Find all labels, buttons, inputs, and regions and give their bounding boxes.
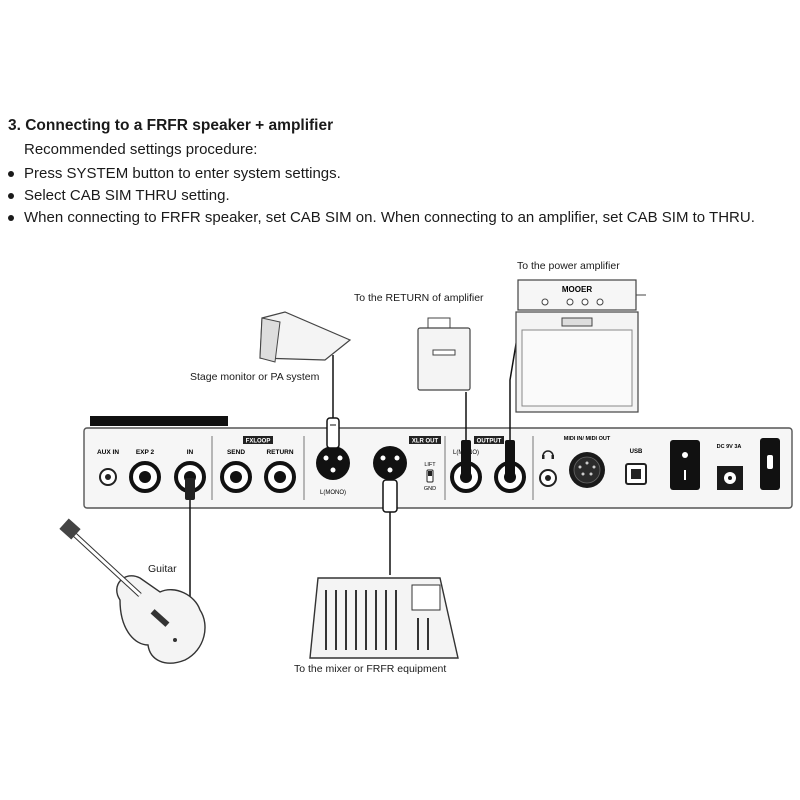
mixer-label: To the mixer or FRFR equipment	[294, 663, 447, 675]
xlr-out-badge	[409, 436, 441, 444]
stage-monitor-icon	[259, 311, 352, 363]
headphone-jack	[539, 469, 557, 487]
lift-label: LIFT	[424, 462, 436, 468]
mixer-xlr-cable	[382, 479, 398, 575]
procedure-step: Select CAB SIM THRU setting.	[8, 185, 755, 207]
stage-monitor-label: Stage monitor or PA system	[190, 371, 320, 383]
xlr-right-jack	[373, 446, 407, 480]
aux-in-label: AUX IN	[97, 449, 119, 456]
exp2-label: EXP 2	[136, 449, 155, 456]
exp2-jack	[129, 461, 161, 493]
device-rear-panel	[83, 427, 793, 509]
guitar-icon	[59, 518, 206, 664]
xlr-left-jack	[316, 446, 350, 480]
dc-label: DC 9V 3A	[717, 444, 742, 450]
panel-top-strip	[90, 416, 228, 426]
output-label: OUTPUT	[477, 439, 502, 445]
return-amp-cable	[461, 392, 471, 478]
bullet-icon	[8, 215, 14, 221]
usb-port	[625, 463, 647, 485]
return-label: RETURN	[266, 449, 293, 456]
headphone-icon	[542, 450, 554, 459]
guitar-label: Guitar	[148, 563, 177, 575]
power-amp-head-icon: MOOER	[517, 279, 646, 311]
combo-amp-icon	[417, 317, 471, 391]
bullet-icon	[8, 171, 14, 177]
speaker-cabinet-icon	[515, 311, 639, 413]
procedure-step-text: Press SYSTEM button to enter system sett…	[24, 165, 341, 182]
return-amp-label: To the RETURN of amplifier	[354, 292, 484, 304]
xlr-l-mono-label: L(MONO)	[320, 490, 346, 496]
midi-label: MIDI IN/ MIDI OUT	[564, 436, 611, 442]
usb-label: USB	[630, 449, 643, 455]
procedure-step: When connecting to FRFR speaker, set CAB…	[8, 207, 755, 229]
fxloop-badge	[243, 436, 273, 444]
aux-in-jack	[99, 468, 117, 486]
procedure-step: Press SYSTEM button to enter system sett…	[8, 163, 755, 185]
send-jack	[220, 461, 252, 493]
procedure-subheading: Recommended settings procedure:	[24, 141, 258, 158]
power-switch	[670, 440, 700, 490]
panel-end-block	[760, 438, 780, 490]
in-label: IN	[187, 449, 194, 456]
bullet-icon	[8, 193, 14, 199]
fxloop-label: FXLOOP	[246, 439, 271, 445]
amp-brand-logo: MOOER	[562, 285, 592, 294]
dc-power-jack	[717, 466, 743, 490]
procedure-step-text: Select CAB SIM THRU setting.	[24, 187, 230, 204]
power-amp-label: To the power amplifier	[517, 260, 620, 272]
gnd-label: GND	[424, 486, 436, 492]
output-badge	[474, 436, 504, 444]
procedure-step-text: When connecting to FRFR speaker, set CAB…	[24, 209, 755, 226]
midi-port	[569, 452, 605, 488]
mixer-icon	[309, 577, 459, 659]
section-heading: 3. Connecting to a FRFR speaker + amplif…	[8, 117, 334, 134]
monitor-xlr-cable	[326, 355, 340, 449]
procedure-list: Press SYSTEM button to enter system sett…	[8, 163, 755, 229]
ground-lift-switch	[426, 469, 434, 483]
return-jack	[264, 461, 296, 493]
send-label: SEND	[227, 449, 245, 456]
xlr-out-label: XLR OUT	[412, 439, 439, 445]
